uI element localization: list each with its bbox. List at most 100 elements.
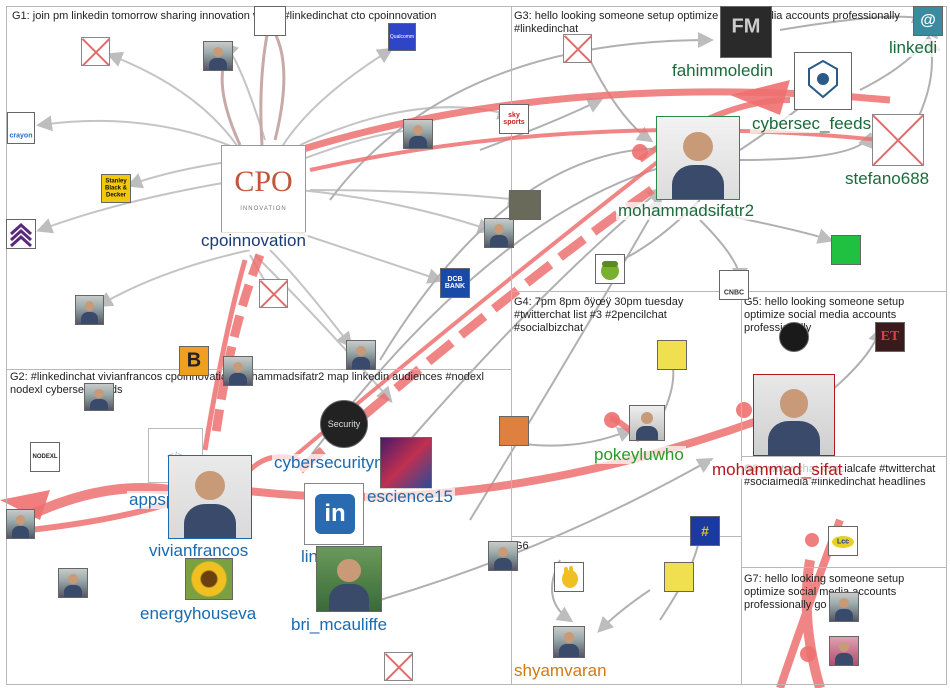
vertex-pokeyluwho[interactable] — [629, 405, 665, 441]
vertex-person-g1-f[interactable] — [223, 356, 253, 386]
label-linkedi: linkedi — [887, 38, 940, 57]
vertex-cybersecurityn8[interactable]: Security — [320, 400, 368, 448]
label-lin: lin — [299, 547, 321, 566]
edges-red — [17, 88, 891, 688]
lcc-logo-text: Lcc — [836, 538, 850, 546]
waving-hand-icon — [562, 566, 578, 588]
vertex-green-logo[interactable] — [831, 235, 861, 265]
sky-logo-text: sky sports — [503, 112, 525, 126]
label-mohammad_sifat: mohammad_sifat — [710, 460, 845, 479]
vertex-bri_mcauliffe[interactable] — [316, 546, 382, 612]
vertex-x-g2[interactable] — [384, 652, 413, 681]
group-label-g7: G7: hello looking someone setup optimize… — [744, 573, 905, 611]
vertex-escience15[interactable] — [380, 437, 432, 489]
vertex-person-g1-b[interactable] — [75, 295, 104, 325]
vertex-qualcomm-logo[interactable]: Qualcomm — [388, 23, 416, 51]
vertex-x-g1-a[interactable] — [81, 37, 110, 66]
label-bri_mcauliffe: bri_mcauliffe — [289, 615, 390, 634]
vertex-g5-logo-a[interactable] — [779, 322, 809, 352]
vertex-mohammad_sifat[interactable] — [753, 374, 835, 456]
stanley-logo-text: Stanley Black & Decker — [104, 178, 127, 198]
hash-logo-text: # — [701, 523, 709, 539]
group-label-g3: G3: hello looking someone setup optimize… — [514, 10, 900, 35]
vertex-lin[interactable]: in — [304, 483, 364, 545]
shield-icon — [808, 59, 838, 99]
label-cybersec_feeds: cybersec_feeds — [750, 114, 874, 133]
vertex-lcc-logo[interactable]: Lcc — [828, 526, 858, 556]
label-appsp: appsp — [127, 490, 178, 509]
vertex-tv-logo[interactable] — [254, 6, 286, 36]
cnbc-logo-text: CNBC — [723, 289, 745, 297]
group-label-g4: G4: 7pm 8pm ðÿœÿ 30pm tuesday #twitterch… — [514, 296, 684, 334]
label-fahimmoledin: fahimmoledin — [670, 61, 776, 80]
fm-logo-text: FM — [731, 15, 761, 38]
vertex-linkedi[interactable]: @ — [913, 6, 943, 36]
label-vivianfrancos: vivianfrancos — [147, 541, 251, 560]
vertex-et-logo[interactable]: ET — [875, 322, 905, 352]
label-cpoinnovation: cpoinnovation — [199, 231, 308, 250]
lcc-badge: Lcc — [832, 536, 854, 548]
cpo-logo-text: CPO — [234, 165, 293, 199]
nodexl-logo-text: NODEXL — [32, 454, 58, 460]
vertex-cnbc-logo[interactable]: CNBC — [719, 270, 749, 300]
label-mohammadsifatr2: mohammadsifatr2 — [616, 201, 757, 220]
vertex-mohammadsifatr2[interactable] — [656, 116, 740, 200]
linkedin-icon-text: in — [324, 500, 346, 527]
vertex-vivianfrancos[interactable] — [168, 455, 252, 539]
vertex-cartoon-g6[interactable] — [664, 562, 694, 592]
b-logo-text: B — [186, 349, 202, 372]
vertex-sky-logo[interactable]: sky sports — [499, 104, 529, 134]
chevron-up-icon — [9, 222, 33, 248]
label-energyhouseva: energyhouseva — [138, 604, 259, 623]
label-shyamvaran: shyamvaran — [512, 661, 609, 680]
vertex-b-logo[interactable]: B — [179, 346, 209, 376]
vertex-acorn-logo[interactable] — [595, 254, 625, 284]
vertex-cartoon-g4-b[interactable] — [499, 416, 529, 446]
edge-arrowheads-red — [0, 80, 819, 662]
vertex-crayon-logo[interactable]: crayon — [7, 112, 35, 144]
vertex-person-g1-c[interactable] — [403, 119, 433, 149]
dcb-logo-text: DCB BANK — [444, 276, 466, 290]
vertex-person-g2-d[interactable] — [84, 383, 114, 411]
et-logo-text: ET — [880, 329, 900, 344]
vertex-person-g1-d[interactable] — [484, 218, 514, 248]
vertex-eu-logo[interactable]: # — [690, 516, 720, 546]
vertex-person-g7-b[interactable] — [829, 636, 859, 666]
vertex-person-g7-a[interactable] — [829, 592, 859, 622]
at-logo-text: @ — [920, 12, 936, 29]
acorn-icon — [601, 261, 619, 280]
qualcomm-logo-text: Qualcomm — [389, 34, 415, 40]
vertex-stanley-logo[interactable]: Stanley Black & Decker — [101, 174, 131, 203]
vertex-cpoinnovation-logo[interactable]: CPO INNOVATION — [221, 145, 306, 233]
vertex-person-g1-a[interactable] — [203, 41, 233, 71]
vertex-nodexl-logo[interactable]: NODEXL — [30, 442, 60, 472]
label-cybersecurityn8: cybersecurityn8 — [272, 453, 396, 472]
group-label-g1: G1: join pm linkedin tomorrow sharing in… — [12, 10, 437, 22]
group-box-g7 — [741, 567, 947, 685]
group-box-g2 — [6, 369, 512, 685]
vertex-x-g3[interactable] — [563, 34, 592, 63]
vertex-fahimmoledin[interactable]: FM — [720, 6, 772, 58]
vertex-book-logo[interactable] — [509, 190, 541, 220]
vertex-chevron-logo[interactable] — [6, 219, 36, 249]
label-escience15: escience15 — [365, 487, 456, 506]
vertex-dcb-logo[interactable]: DCB BANK — [440, 268, 470, 298]
vertex-cartoon-g4[interactable] — [657, 340, 687, 370]
vertex-stefano688[interactable] — [872, 114, 924, 166]
vertex-wave-emoji[interactable] — [554, 562, 584, 592]
crayon-logo-text: crayon — [9, 132, 33, 139]
vertex-energyhouseva[interactable] — [185, 558, 233, 600]
label-pokeyluwho: pokeyluwho — [592, 445, 686, 464]
security-logo-text: Security — [327, 419, 361, 429]
vertex-person-g2-a[interactable] — [6, 509, 35, 539]
cpo-logo-subtext: INNOVATION — [240, 206, 287, 212]
vertex-shyamvaran[interactable] — [553, 626, 585, 658]
linkedin-icon: in — [315, 494, 355, 534]
vertex-cybersec_feeds[interactable] — [794, 52, 852, 110]
vertex-person-g2-c[interactable] — [488, 541, 518, 571]
vertex-person-g2-b[interactable] — [58, 568, 88, 598]
vertex-x-g1-b[interactable] — [259, 279, 288, 308]
label-stefano688: stefano688 — [843, 169, 932, 188]
vertex-person-g1-e[interactable] — [346, 340, 376, 370]
